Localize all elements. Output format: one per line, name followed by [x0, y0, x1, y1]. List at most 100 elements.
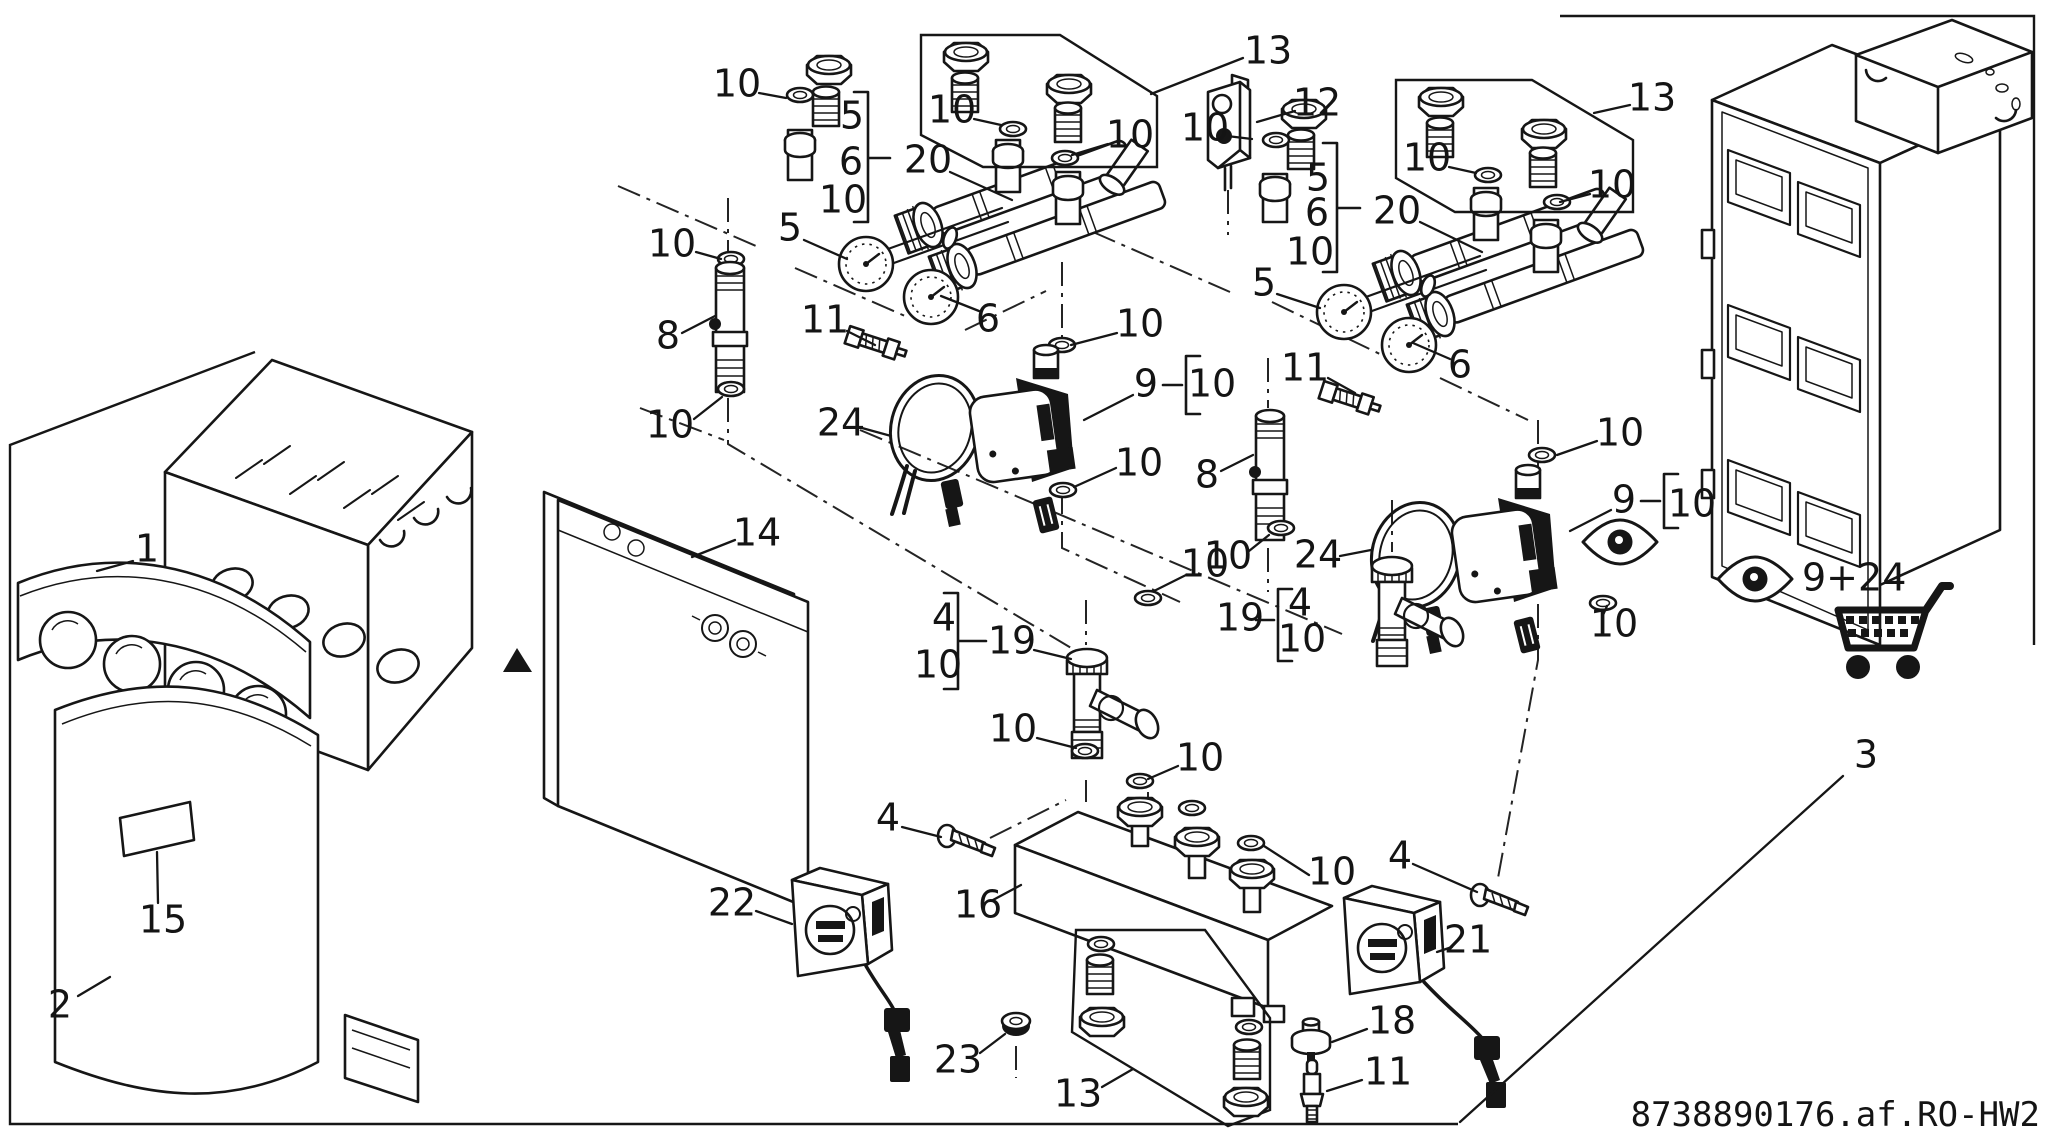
callout-number: 20 [904, 138, 952, 182]
callout-10-50: 10 [1278, 617, 1326, 661]
thermometer-6-left [902, 268, 960, 326]
callout-10-22: 10 [1070, 113, 1154, 157]
callout-19-48: 19 [1216, 596, 1264, 640]
pump-9-left [966, 343, 1078, 486]
callout-number: 4 [876, 796, 900, 840]
callout-13-24: 13 [1592, 76, 1676, 120]
callout-10-18: 10 [1069, 302, 1164, 347]
callout-number: 20 [1373, 189, 1421, 233]
callout-19-44: 19 [988, 619, 1073, 663]
callout-number: 19 [1216, 596, 1264, 640]
callout-18-59: 18 [1330, 999, 1416, 1044]
callout-23-54: 23 [934, 1032, 1007, 1082]
callout-number: 6 [1448, 343, 1472, 387]
callout-number: 10 [1590, 602, 1638, 646]
callout-4-49: 4 [1288, 581, 1312, 625]
callout-number: 10 [1668, 482, 1716, 526]
callout-number: 9 [1134, 362, 1158, 406]
callout-10-40: 10 [1555, 411, 1644, 457]
callout-10-31: 10 [1181, 106, 1254, 150]
callout-number: 10 [819, 178, 867, 222]
callout-number: 10 [1106, 113, 1154, 157]
callout-number: 5 [1306, 156, 1330, 200]
callout-24-37: 24 [1294, 533, 1373, 577]
bracket-left-5-6-10 [852, 90, 892, 224]
callout-15-2: 15 [139, 850, 187, 942]
callout-number: 10 [1596, 411, 1644, 455]
oring-below-cartridge-left [716, 380, 746, 398]
oring-pump-top-right [1527, 446, 1557, 464]
pump-plug-right [1512, 615, 1542, 655]
callout-number: 16 [954, 883, 1002, 927]
drawing-number: 8738890176.af.RO-HW2 [1631, 1095, 2040, 1135]
callout-22-52: 22 [708, 881, 794, 926]
callout-number: 3 [1854, 733, 1878, 777]
callout-10-21: 10 [928, 88, 1003, 132]
callout-11-60: 11 [1325, 1050, 1412, 1094]
callout-number: 6 [839, 140, 863, 184]
callout-13-55: 13 [1054, 1067, 1135, 1116]
callout-10-39: 10 [1668, 482, 1716, 526]
cartridge-8-left [707, 260, 749, 394]
callout-number: 10 [928, 88, 976, 132]
callout-number: 8 [1195, 453, 1219, 497]
callout-number: 8 [656, 314, 680, 358]
callout-13-20: 13 [1149, 29, 1292, 96]
callout-number: 5 [778, 206, 802, 250]
callout-number: 19 [988, 619, 1036, 663]
callout-number: 5 [1252, 261, 1276, 305]
callout-number: 11 [801, 298, 849, 342]
callout-10-17: 10 [1188, 362, 1236, 406]
callout-10-45: 10 [989, 707, 1078, 751]
callout-number: 18 [1368, 999, 1416, 1043]
warning-triangle-icon [503, 648, 532, 672]
callout-12-23: 12 [1255, 81, 1341, 125]
fitting-cluster-right [1258, 98, 1328, 224]
actuator-21 [1342, 884, 1506, 1108]
oring-tee-left [1070, 742, 1100, 760]
callout-number: 10 [1588, 163, 1636, 207]
callout-number: 4 [1388, 834, 1412, 878]
frame-13-left [919, 33, 1159, 169]
callout-8-13: 8 [656, 314, 717, 358]
front-cover-2 [53, 685, 320, 1095]
pump-plug-left [1031, 495, 1061, 535]
callout-21-58: 21 [1435, 918, 1492, 962]
screw-4-right [1469, 882, 1530, 917]
callout-9-38: 9 [1568, 478, 1636, 533]
callout-number: 1 [135, 527, 159, 571]
callout-number: 4 [1288, 581, 1312, 625]
callout-number: 10 [1116, 302, 1164, 346]
callout-5-32: 5 [1252, 261, 1322, 310]
manifold-left-20 [837, 138, 1167, 326]
callout-10-14: 10 [646, 395, 724, 447]
callout-10-43: 10 [914, 643, 962, 687]
callout-number: 10 [1286, 230, 1334, 274]
panel-adjust-dials [603, 523, 767, 658]
eye-icon-pump [1581, 518, 1659, 566]
oring-tee-left-2 [1125, 772, 1155, 790]
callout-10-19: 10 [1072, 441, 1163, 489]
bracket-right-4-10 [1254, 587, 1294, 663]
callout-number: 14 [733, 511, 781, 555]
manifold-bar-16 [1013, 796, 1334, 1024]
callout-number: 10 [1403, 136, 1451, 180]
callout-number: 13 [1628, 76, 1676, 120]
callout-number: 24 [1294, 533, 1342, 577]
callout-number: 4 [932, 596, 956, 640]
callout-number: 9 [1612, 478, 1636, 522]
callout-number: 6 [1305, 191, 1329, 235]
callout-8-35: 8 [1195, 453, 1255, 497]
callout-number: 11 [1364, 1050, 1412, 1094]
tee-valve-19-left [1065, 647, 1164, 760]
callout-10-46: 10 [1146, 736, 1224, 781]
callout-5-5: 5 [840, 94, 864, 138]
bleeder-valve-11-left [843, 324, 910, 364]
callout-number: 2 [48, 983, 72, 1027]
oring-pump-bottom-left [1048, 481, 1078, 499]
manifold-right-20 [1315, 186, 1645, 374]
callout-3-61: 3 [1458, 733, 1878, 1124]
callout-number: 15 [139, 898, 187, 942]
